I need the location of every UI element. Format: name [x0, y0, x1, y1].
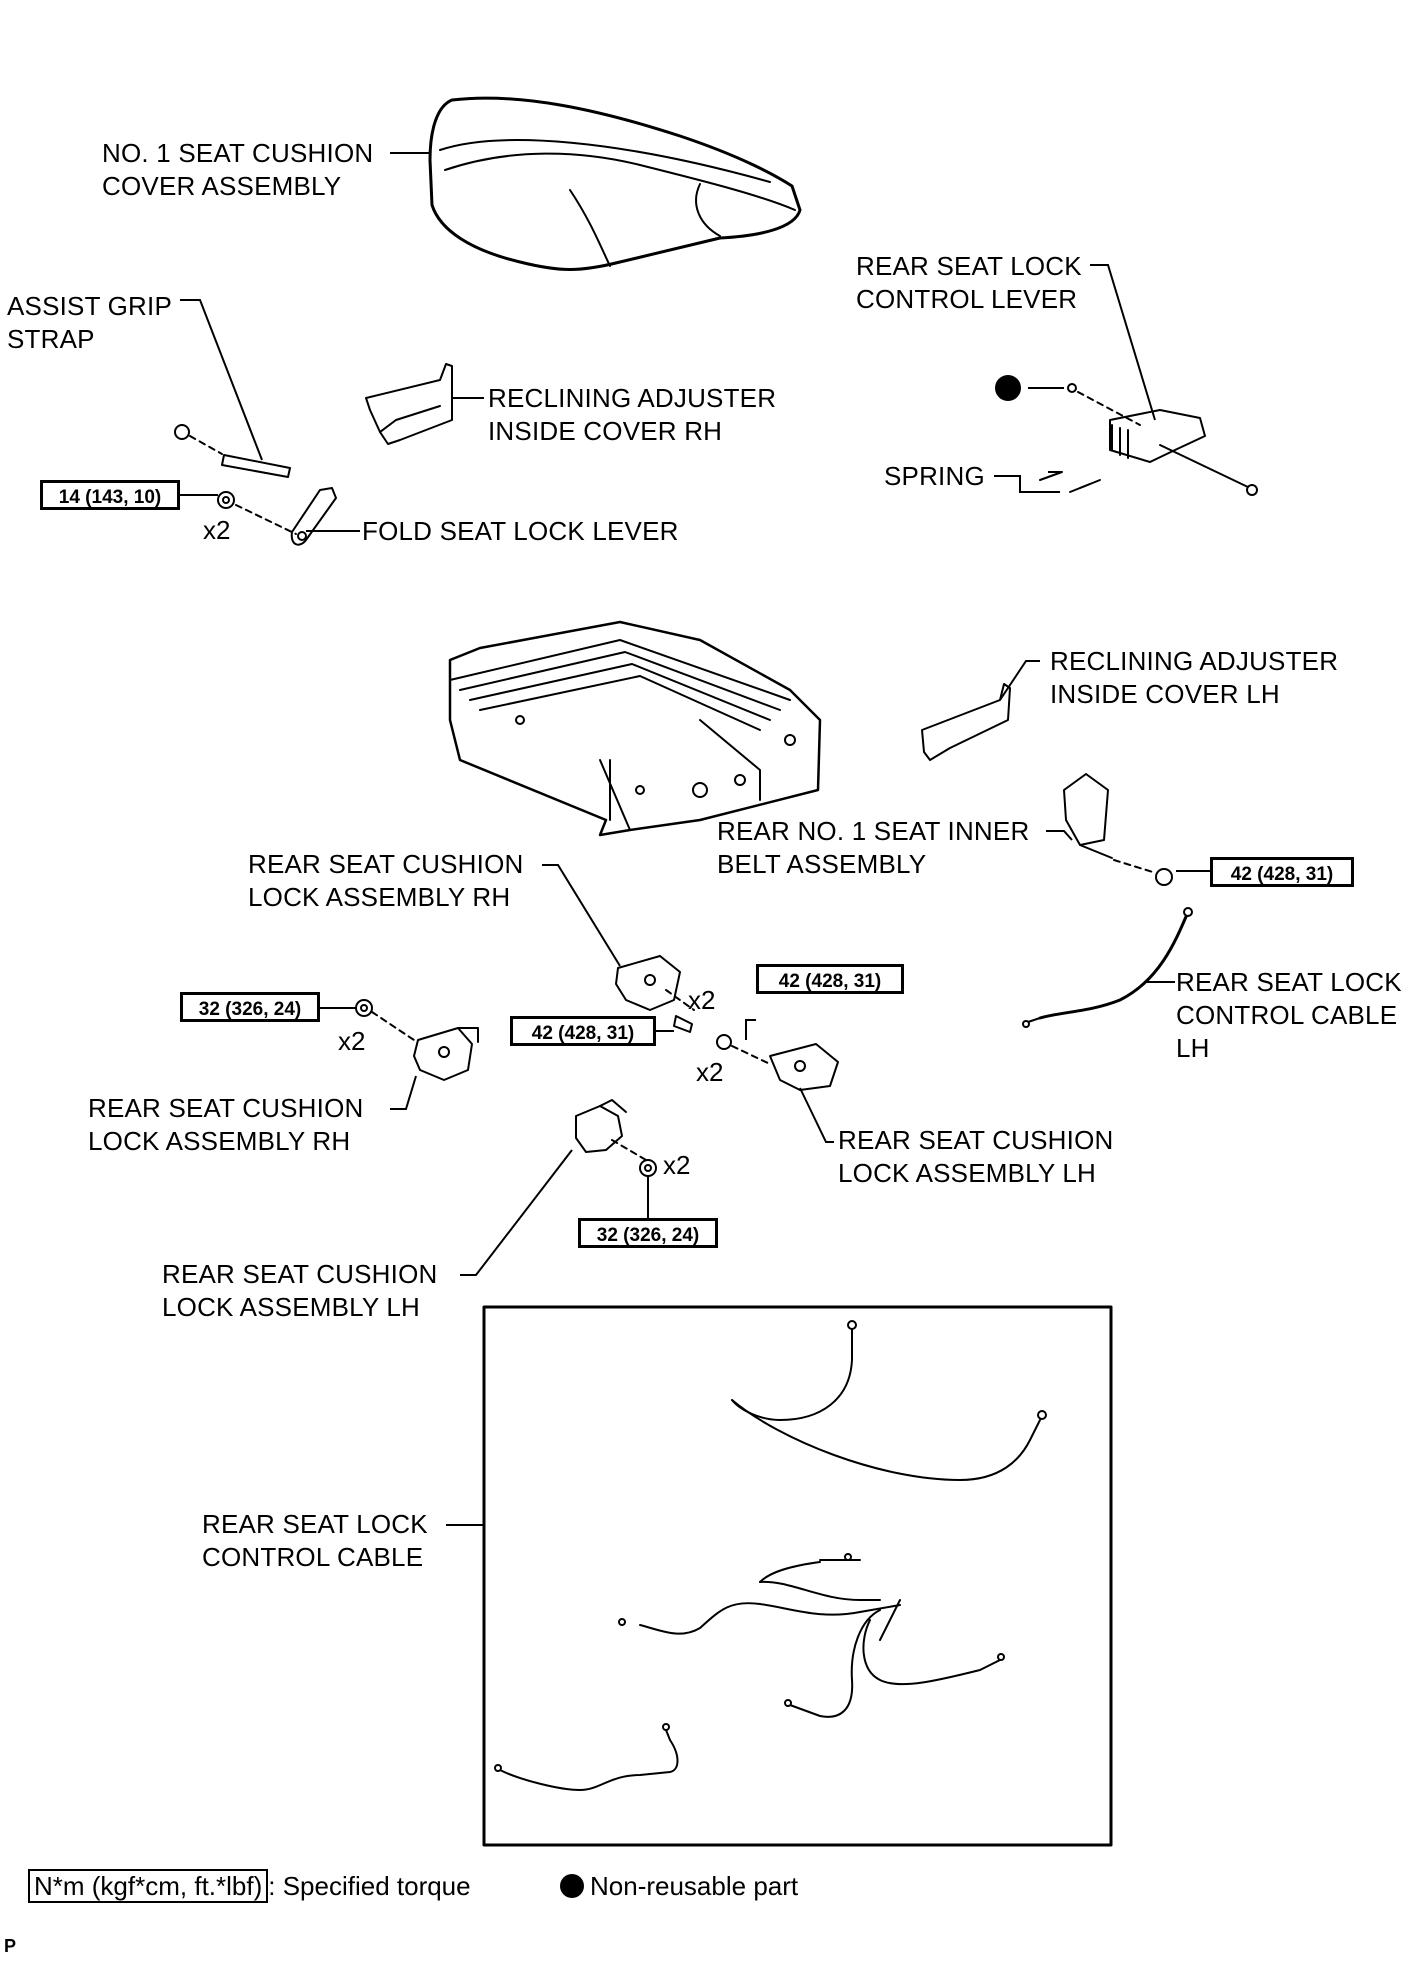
seat-cushion-cover-drawing	[428, 96, 802, 271]
seat-frame-drawing	[448, 620, 822, 837]
label-cushion-lock-lh-lower: REAR SEAT CUSHION LOCK ASSEMBLY LH	[162, 1259, 438, 1322]
cushion-lock-rh-upper-drawing	[615, 955, 695, 1011]
label-spring: SPRING	[884, 461, 985, 491]
label-cushion-lock-rh-upper: REAR SEAT CUSHION LOCK ASSEMBLY RH	[248, 849, 524, 912]
label-inner-belt: REAR NO. 1 SEAT INNER BELT ASSEMBLY	[717, 816, 1030, 879]
torque-lock-rh-left: 32 (326, 24)	[180, 992, 320, 1022]
legend-non-reusable-text: Non-reusable part	[590, 1871, 799, 1901]
legend-specified-torque: N*m (kgf*cm, ft.*lbf): Specified torque	[28, 1869, 471, 1903]
label-seat-cushion-cover: NO. 1 SEAT CUSHION COVER ASSEMBLY	[102, 138, 374, 201]
legend-non-reusable: Non-reusable part	[560, 1869, 798, 1903]
torque-fold-lever: 14 (143, 10)	[40, 480, 180, 510]
figure-code: P	[4, 1936, 17, 1956]
quantity-lock-rh-lower: x2	[338, 1026, 366, 1056]
cushion-lock-lh-lower-drawing	[575, 1099, 657, 1177]
label-cushion-lock-rh-lower: REAR SEAT CUSHION LOCK ASSEMBLY RH	[88, 1093, 364, 1156]
label-fold-seat-lock-lever: FOLD SEAT LOCK LEVER	[362, 516, 679, 546]
label-reclining-cover-lh: RECLINING ADJUSTER INSIDE COVER LH	[1050, 646, 1339, 709]
reclining-cover-lh-drawing	[921, 683, 1011, 761]
non-reusable-dot-icon	[560, 1874, 584, 1898]
center-bolts-drawing	[673, 1015, 771, 1065]
torque-lock-center-bolt: 42 (428, 31)	[510, 1016, 656, 1046]
label-reclining-cover-rh: RECLINING ADJUSTER INSIDE COVER RH	[488, 383, 777, 446]
control-cable-inset-frame	[482, 1305, 1113, 1847]
assist-grip-strap-drawing	[174, 424, 291, 478]
inner-belt-drawing	[1063, 773, 1173, 886]
label-rear-seat-lock-control-lever: REAR SEAT LOCK CONTROL LEVER	[856, 251, 1082, 314]
label-cushion-lock-lh-right: REAR SEAT CUSHION LOCK ASSEMBLY LH	[838, 1125, 1114, 1188]
quantity-lock-lh-right: x2	[696, 1057, 724, 1087]
quantity-lock-rh-upper: x2	[688, 985, 716, 1015]
rear-seat-lock-control-lever-drawing	[1067, 383, 1258, 496]
fold-seat-lock-lever-drawing	[217, 487, 337, 546]
quantity-lock-lh-lower: x2	[663, 1150, 691, 1180]
quantity-fold-lever: x2	[203, 515, 231, 545]
spring-drawing	[1039, 471, 1101, 493]
torque-lock-center-upper: 42 (428, 31)	[756, 964, 904, 994]
torque-inner-belt: 42 (428, 31)	[1210, 857, 1354, 887]
cushion-lock-lh-right-drawing	[769, 1043, 839, 1091]
label-lock-control-cable: REAR SEAT LOCK CONTROL CABLE	[202, 1509, 428, 1572]
cushion-lock-rh-lower-drawing	[355, 999, 479, 1081]
lock-control-cable-lh-drawing	[1022, 907, 1193, 1028]
label-assist-grip-strap: ASSIST GRIP STRAP	[7, 291, 172, 354]
control-cable-drawing	[494, 1320, 1047, 1791]
reclining-cover-rh-drawing	[365, 363, 453, 445]
legend-torque-text: : Specified torque	[268, 1871, 471, 1901]
non-reusable-part-marker	[995, 375, 1021, 401]
legend-torque-box: N*m (kgf*cm, ft.*lbf)	[28, 1869, 269, 1903]
label-lock-control-cable-lh: REAR SEAT LOCK CONTROL CABLE LH	[1176, 967, 1402, 1063]
torque-lock-lh-lower: 32 (326, 24)	[578, 1218, 718, 1248]
